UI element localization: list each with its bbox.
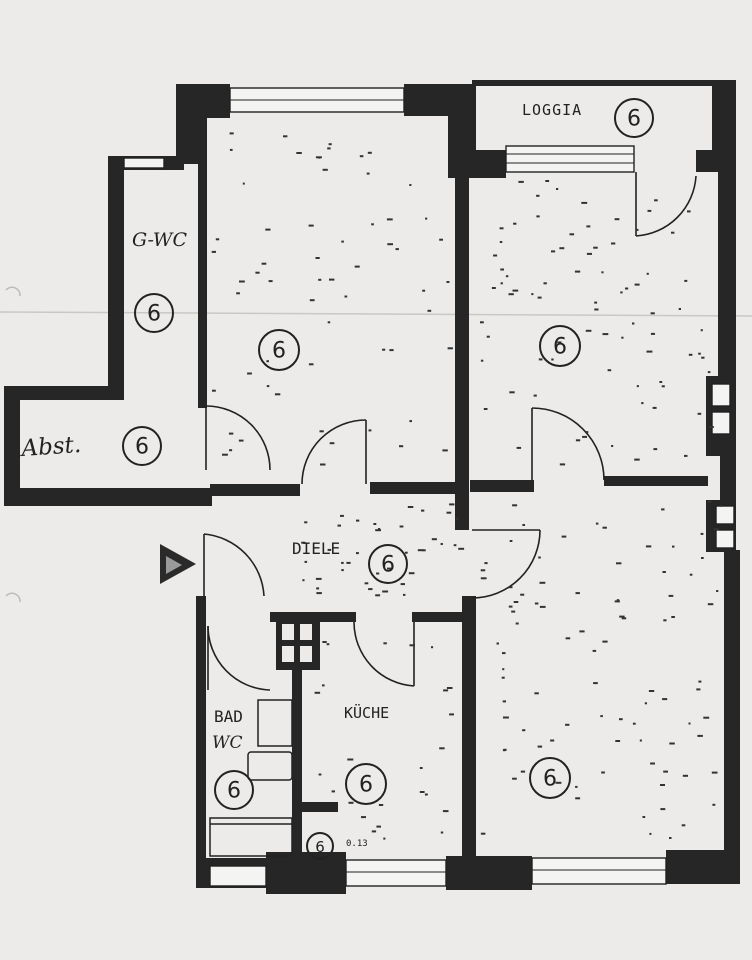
label-kitchen: KÜCHE	[344, 703, 389, 722]
label-bath: BAD	[214, 707, 243, 726]
room-marker-guest-wc: 6	[134, 293, 174, 333]
svg-text:6: 6	[135, 435, 149, 460]
label-hall: DIELE	[292, 539, 340, 558]
svg-text:6: 6	[227, 779, 241, 804]
svg-text:6: 6	[553, 335, 567, 360]
svg-text:6: 6	[315, 838, 325, 856]
windows	[123, 87, 735, 887]
svg-text:6: 6	[147, 302, 161, 327]
punch-hole-bottom	[5, 592, 21, 603]
label-loggia: LOGGIA	[522, 101, 582, 119]
doors	[203, 172, 697, 691]
svg-text:6: 6	[627, 107, 641, 132]
room-marker-wc-small: 6	[306, 832, 334, 860]
window-loggia	[505, 145, 635, 173]
window-living	[531, 857, 667, 885]
label-storage: Abst.	[19, 432, 82, 462]
chimney-block	[276, 618, 320, 670]
label-small-note: 0.13	[346, 839, 368, 849]
svg-text:6: 6	[543, 767, 557, 792]
svg-text:6: 6	[381, 553, 395, 578]
label-guest-wc: G-WC	[132, 229, 187, 251]
label-bath-wc: WC	[212, 733, 242, 753]
svg-text:6: 6	[272, 339, 286, 364]
room-marker-storage: 6	[122, 426, 162, 466]
room-marker-kitchen: 6	[345, 763, 387, 805]
walls	[4, 80, 740, 894]
window-gwc	[123, 157, 165, 169]
floor-stipple	[211, 132, 722, 840]
room-marker-loggia: 6	[614, 98, 654, 138]
room-marker-living: 6	[529, 757, 571, 799]
window-kitchen	[345, 859, 447, 887]
svg-text:6: 6	[359, 773, 373, 798]
window-bath	[209, 865, 267, 887]
room-marker-room2: 6	[539, 325, 581, 367]
punch-hole-top	[5, 286, 21, 297]
room-marker-bath: 6	[214, 770, 254, 810]
bath-fixtures	[209, 699, 293, 857]
room-marker-bedroom: 6	[258, 329, 300, 371]
paper-fold-line	[0, 311, 752, 317]
room-marker-hall: 6	[368, 544, 408, 584]
